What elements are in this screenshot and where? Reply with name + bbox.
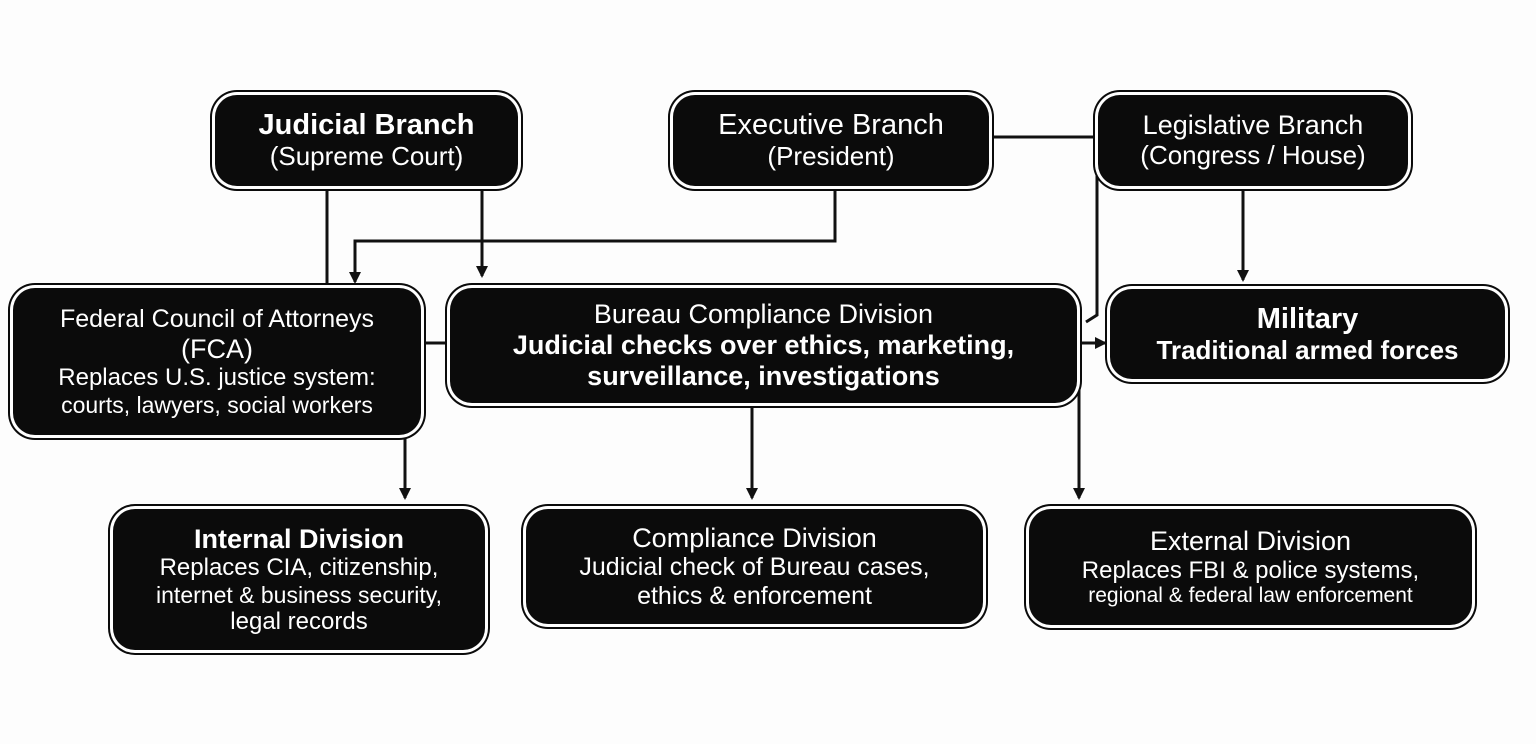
fca-description-line-2: courts, lawyers, social workers <box>61 391 373 418</box>
external-division-line-2: regional & federal law enforcement <box>1088 584 1413 608</box>
military-subtitle: Traditional armed forces <box>1156 334 1459 365</box>
legislative-branch-title: Legislative Branch <box>1142 110 1364 141</box>
bureau-compliance-division-node: Bureau Compliance Division Judicial chec… <box>450 288 1077 403</box>
executive-branch-title: Executive Branch <box>718 109 944 142</box>
executive-branch-subtitle: (President) <box>767 141 895 172</box>
judicial-branch-title: Judicial Branch <box>258 109 475 142</box>
bureau-title: Bureau Compliance Division <box>593 299 934 330</box>
federal-council-of-attorneys-node: Federal Council of Attorneys (FCA) Repla… <box>13 288 421 435</box>
military-title: Military <box>1256 302 1359 335</box>
compliance-division-line-2: ethics & enforcement <box>637 581 872 610</box>
internal-division-line-1: Replaces CIA, citizenship, <box>159 554 439 582</box>
legislative-branch-subtitle: (Congress / House) <box>1140 140 1366 171</box>
compliance-division-node: Compliance Division Judicial check of Bu… <box>526 509 983 624</box>
connector-legislative-bureau <box>1085 137 1099 324</box>
internal-division-line-2: internet & business security, <box>156 581 442 608</box>
legislative-branch-node: Legislative Branch (Congress / House) <box>1098 95 1408 186</box>
internal-division-line-3: legal records <box>230 607 368 635</box>
judicial-branch-node: Judicial Branch (Supreme Court) <box>215 95 518 186</box>
military-node: Military Traditional armed forces <box>1110 289 1505 379</box>
fca-description-line-1: Replaces U.S. justice system: <box>58 364 376 392</box>
fca-abbreviation: (FCA) <box>181 333 253 364</box>
executive-branch-node: Executive Branch (President) <box>673 95 989 186</box>
judicial-branch-subtitle: (Supreme Court) <box>269 141 464 172</box>
fca-title: Federal Council of Attorneys <box>59 305 375 334</box>
internal-division-node: Internal Division Replaces CIA, citizens… <box>113 509 485 650</box>
internal-division-title: Internal Division <box>193 523 405 554</box>
compliance-division-title: Compliance Division <box>632 522 877 553</box>
external-division-line-1: Replaces FBI & police systems, <box>1081 556 1420 584</box>
arrow-executive-fca <box>349 188 837 284</box>
compliance-division-line-1: Judicial check of Bureau cases, <box>579 553 930 582</box>
external-division-node: External Division Replaces FBI & police … <box>1029 509 1472 625</box>
external-division-title: External Division <box>1149 525 1352 556</box>
bureau-description-line-1: Judicial checks over ethics, marketing, <box>512 330 1015 361</box>
bureau-description-line-2: surveillance, investigations <box>587 360 940 391</box>
